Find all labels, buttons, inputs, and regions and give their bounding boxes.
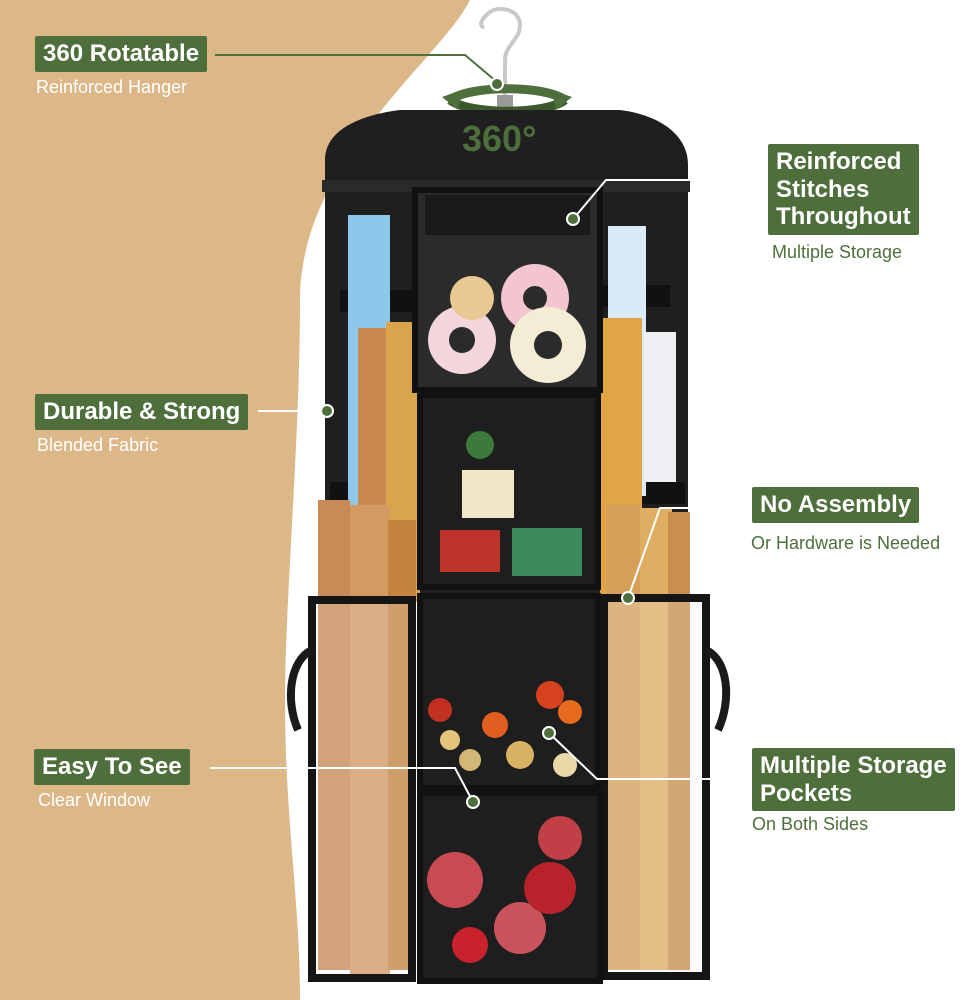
callout-pockets-subtitle: On Both Sides [752,814,869,834]
wrapping-paper-rolls-right [600,226,690,970]
callout-clear-title: Easy To See [34,749,190,785]
callout-assembly-title: No Assembly [752,487,920,523]
callout-assembly-subtitle: Or Hardware is Needed [751,533,941,553]
rotation-degree-text: 360° [462,118,537,159]
callout-clear-subtitle: Clear Window [38,790,151,810]
callout-stitches-title: Reinforced Stitches Throughout [768,144,919,235]
hanger-hook [479,6,523,109]
callout-hanger-title: 360 Rotatable [35,36,208,72]
callout-durable-subtitle: Blended Fabric [37,435,159,455]
callout-durable-title: Durable & Strong [35,394,249,430]
callout-hanger-subtitle: Reinforced Hanger [36,77,188,97]
wrapping-paper-rolls-left [318,215,420,975]
callout-dots [320,77,635,809]
center-pockets [412,187,603,984]
callout-stitches-subtitle: Multiple Storage [772,242,903,262]
side-pockets [286,594,731,982]
callout-connectors [210,54,762,803]
callout-pockets-title: Multiple Storage Pockets [752,748,955,812]
